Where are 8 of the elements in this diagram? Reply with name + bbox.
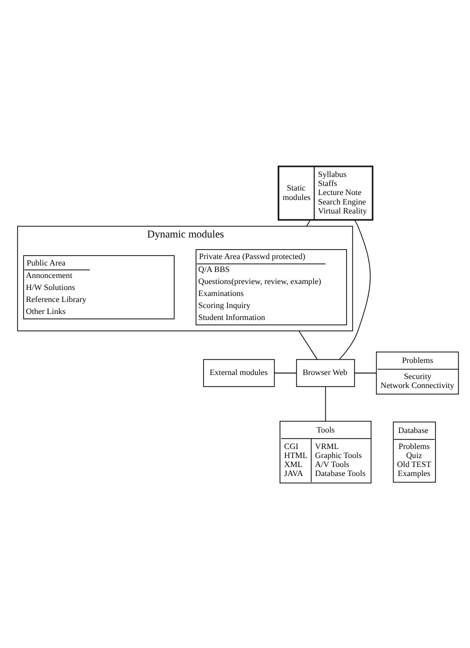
- connector: [339, 219, 371, 360]
- node-box: External modules: [203, 358, 275, 386]
- connector: [325, 386, 326, 421]
- node-box: Browser Web: [296, 358, 355, 386]
- connector: [354, 372, 377, 373]
- connector: [306, 220, 310, 226]
- connector: [274, 372, 297, 373]
- connector: [298, 330, 318, 360]
